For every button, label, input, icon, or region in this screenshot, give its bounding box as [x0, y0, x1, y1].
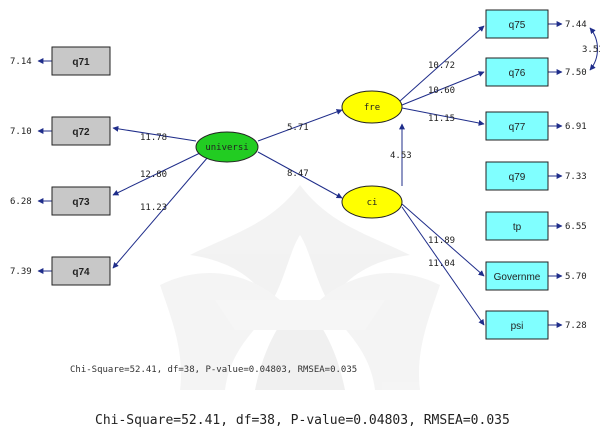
- covariance-q75-q76: [589, 27, 598, 71]
- observed-box-psi: [485, 310, 549, 340]
- observed-label-q73: q73: [72, 197, 90, 208]
- path-fre-q77: [401, 107, 485, 126]
- fit-statistics-large: Chi-Square=52.41, df=38, P-value=0.04803…: [95, 413, 510, 428]
- observed-label-governme: Governme: [494, 272, 541, 283]
- coef-ci-governme: 11.89: [428, 236, 455, 246]
- path-fre-q76: [401, 71, 485, 106]
- path-universi-q74: [112, 156, 209, 269]
- error-value-q77: 6.91: [565, 122, 587, 132]
- coef-universi-q74: 11.23: [140, 203, 167, 213]
- edges: [37, 21, 598, 328]
- coef-fre-q75: 10.72: [428, 61, 455, 71]
- error-value-q74: 7.39: [10, 267, 32, 277]
- observed-label-q74: q74: [72, 267, 90, 278]
- observed-box-q75: [485, 9, 549, 39]
- right-error-values: 7.44 7.50 6.91 7.33 6.55 5.70 7.28: [565, 20, 587, 331]
- error-value-q76: 7.50: [565, 68, 587, 78]
- coef-fre-q77: 11.15: [428, 114, 455, 124]
- coefficient-labels: 11.78 12.80 11.23 5.71 8.47 4.53 10.72 1…: [140, 45, 600, 269]
- latent-group: universi fre ci: [195, 90, 403, 219]
- observed-box-q79: [485, 161, 549, 191]
- coef-ci-psi: 11.04: [428, 259, 455, 269]
- coef-universi-q73: 12.80: [140, 170, 167, 180]
- observed-box-q74: [51, 256, 111, 286]
- coef-fre-q76: 10.60: [428, 86, 455, 96]
- latent-ellipse-universi: [195, 131, 259, 163]
- error-value-q79: 7.33: [565, 172, 587, 182]
- coef-universi-q72: 11.78: [140, 133, 167, 143]
- observed-box-governme: [485, 261, 549, 291]
- coef-q75-q76-covariance: 3.53: [582, 45, 600, 55]
- observed-box-q72: [51, 116, 111, 146]
- latent-label-fre: fre: [364, 103, 380, 113]
- observed-label-q77: q77: [509, 122, 526, 133]
- observed-right-group: q75 q76 q77 q79 tp Governme psi: [485, 9, 549, 340]
- error-value-q73: 6.28: [10, 197, 32, 207]
- coef-ci-fre: 4.53: [390, 151, 412, 161]
- path-universi-ci: [257, 151, 343, 199]
- observed-box-tp: [485, 211, 549, 241]
- path-fre-q75: [399, 25, 485, 102]
- error-value-tp: 6.55: [565, 222, 587, 232]
- observed-box-q73: [51, 186, 111, 216]
- path-universi-q72: [112, 125, 197, 142]
- observed-label-q79: q79: [509, 172, 526, 183]
- observed-label-q76: q76: [509, 68, 526, 79]
- observed-box-q76: [485, 57, 549, 87]
- error-value-governme: 5.70: [565, 272, 587, 282]
- path-universi-fre: [257, 109, 343, 142]
- observed-label-psi: psi: [511, 321, 524, 332]
- fit-statistics-small: Chi-Square=52.41, df=38, P-value=0.04803…: [70, 365, 357, 375]
- coef-universi-ci: 8.47: [287, 169, 309, 179]
- observed-label-q75: q75: [509, 20, 526, 31]
- path-ci-psi: [401, 206, 485, 326]
- coef-universi-fre: 5.71: [287, 123, 309, 133]
- observed-label-q71: q71: [72, 57, 90, 68]
- observed-left-group: q71 q72 q73 q74: [51, 46, 111, 286]
- observed-box-q71: [51, 46, 111, 76]
- observed-label-tp: tp: [513, 222, 522, 233]
- observed-label-q72: q72: [72, 127, 90, 138]
- error-value-q71: 7.14: [10, 57, 32, 67]
- path-ci-governme: [401, 203, 485, 277]
- latent-label-ci: ci: [367, 198, 378, 208]
- path-universi-q73: [112, 152, 201, 196]
- latent-ellipse-ci: [341, 185, 403, 219]
- latent-label-universi: universi: [205, 143, 248, 153]
- error-value-q72: 7.10: [10, 127, 32, 137]
- observed-box-q77: [485, 111, 549, 141]
- left-error-values: 7.14 7.10 6.28 7.39: [10, 57, 32, 277]
- latent-ellipse-fre: [341, 90, 403, 124]
- error-value-q75: 7.44: [565, 20, 587, 30]
- error-value-psi: 7.28: [565, 321, 587, 331]
- watermark-emblem: [160, 185, 440, 390]
